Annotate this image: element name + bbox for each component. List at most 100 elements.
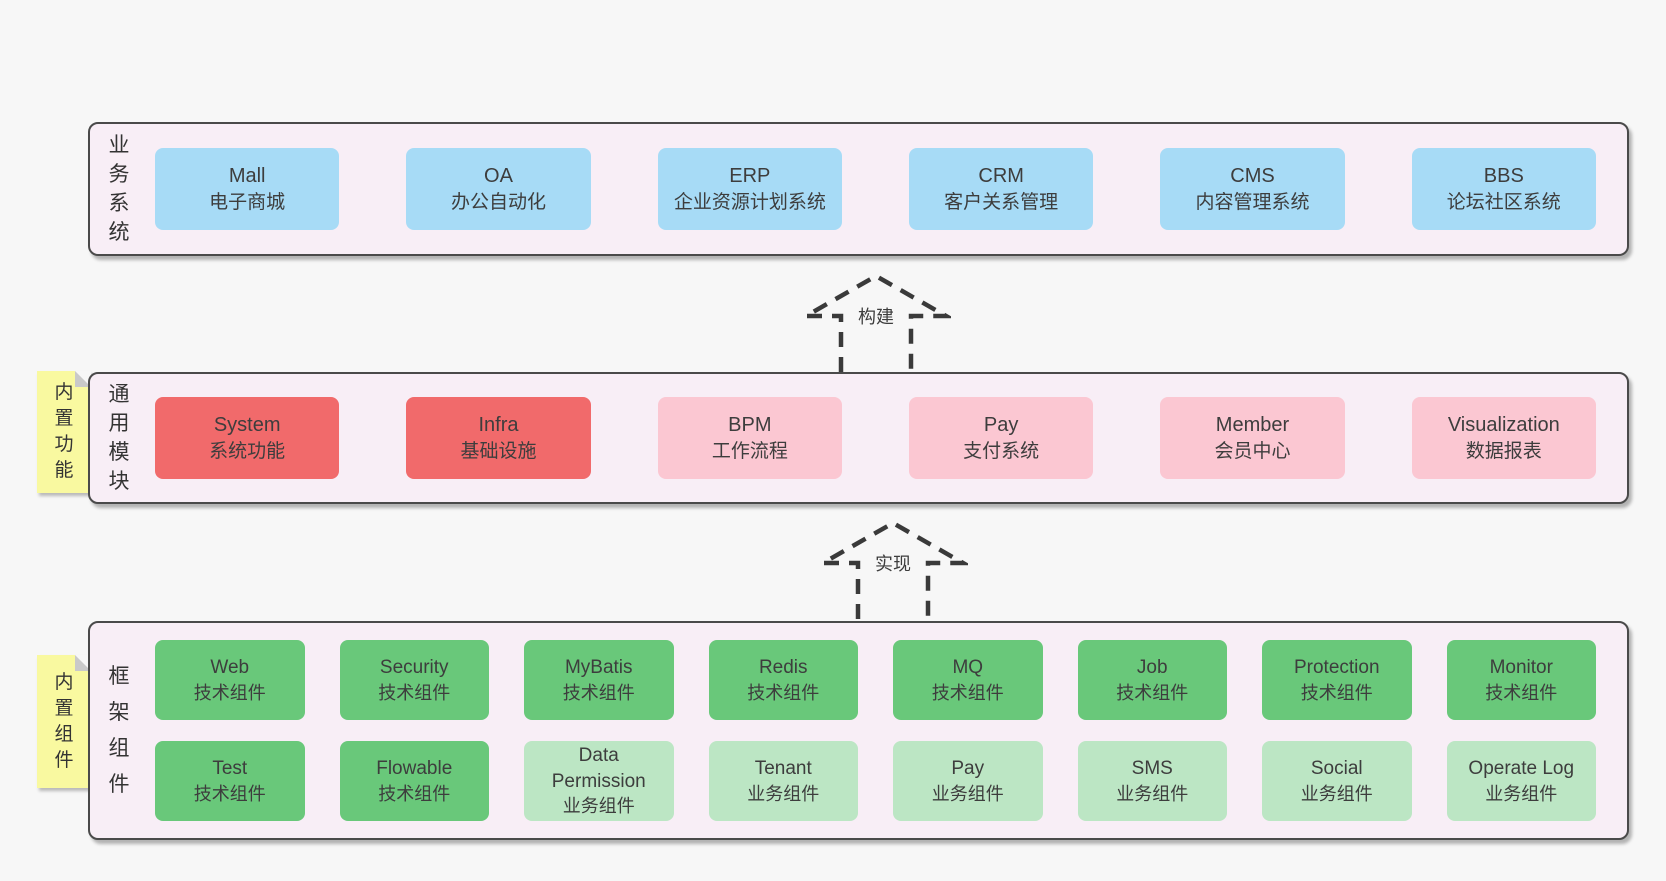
- box-data-permission: Data Permission 业务组件: [524, 741, 674, 821]
- box-job: Job 技术组件: [1077, 640, 1227, 720]
- box-mall: Mall 电子商城: [155, 148, 340, 230]
- box-subtitle: 论坛社区系统: [1446, 191, 1561, 213]
- box-protection: Protection 技术组件: [1262, 640, 1412, 720]
- box-subtitle: 内容管理系统: [1195, 191, 1310, 213]
- arrow-label: 实现: [871, 549, 915, 577]
- box-subtitle: 业务组件: [1485, 783, 1558, 804]
- box-title: Web: [210, 657, 250, 679]
- implement-arrow: 实现: [818, 519, 968, 619]
- box-subtitle: 会员中心: [1214, 440, 1291, 462]
- box-subtitle: 技术组件: [747, 682, 820, 703]
- box-mq: MQ 技术组件: [893, 640, 1043, 720]
- box-title: Tenant: [754, 758, 812, 780]
- box-subtitle: 支付系统: [963, 440, 1040, 462]
- box-redis: Redis 技术组件: [708, 640, 858, 720]
- box-subtitle: 办公自动化: [450, 191, 546, 213]
- sticky-label: 内置组件: [54, 671, 74, 771]
- box-pay: Pay 支付系统: [908, 397, 1094, 479]
- box-title: Security: [379, 657, 449, 679]
- box-flowable: Flowable 技术组件: [339, 741, 489, 821]
- box-security: Security 技术组件: [339, 640, 489, 720]
- box-subtitle: 基础设施: [460, 440, 537, 462]
- sticky-note-built-in-components: 内置组件: [37, 655, 91, 788]
- box-subtitle: 技术组件: [1300, 682, 1373, 703]
- dashed-up-arrow-icon: [818, 520, 968, 619]
- box-title: Test: [212, 758, 248, 780]
- folded-corner-icon: [75, 371, 91, 387]
- box-bbs: BBS 论坛社区系统: [1411, 148, 1596, 230]
- box-subtitle: 技术组件: [931, 682, 1004, 703]
- box-web: Web 技术组件: [155, 640, 305, 720]
- band-label: 通用模块: [108, 383, 130, 493]
- box-title: Protection: [1293, 657, 1380, 679]
- box-title: Data Permission: [551, 745, 646, 792]
- business-box-row: Mall 电子商城 OA 办公自动化 ERP 企业资源计划系统 CRM 客户关系…: [155, 148, 1596, 230]
- box-infra: Infra 基础设施: [406, 397, 591, 479]
- arrow-label: 构建: [854, 302, 898, 330]
- band-business-systems: 业务系统 Mall 电子商城 OA 办公自动化 ERP 企业资源计划系统 CRM…: [88, 122, 1629, 256]
- box-subtitle: 技术组件: [193, 682, 266, 703]
- band-common-modules: 通用模块 System 系统功能 Infra 基础设施 BPM 工作流程 Pay…: [88, 372, 1629, 504]
- box-subtitle: 技术组件: [378, 783, 451, 804]
- box-subtitle: 业务组件: [1116, 783, 1189, 804]
- box-title: Monitor: [1489, 657, 1553, 679]
- box-subtitle: 系统功能: [209, 440, 286, 462]
- box-subtitle: 业务组件: [562, 796, 635, 817]
- box-title: CMS: [1230, 164, 1275, 187]
- band-label: 框架组件: [108, 664, 130, 796]
- box-title: Pay: [983, 413, 1019, 436]
- components-box-rows: Web 技术组件 Security 技术组件 MyBatis 技术组件 Redi…: [155, 640, 1596, 821]
- box-operate-log: Operate Log 业务组件: [1446, 741, 1596, 821]
- box-erp: ERP 企业资源计划系统: [657, 148, 842, 230]
- box-subtitle: 技术组件: [193, 783, 266, 804]
- box-title: MyBatis: [564, 657, 633, 679]
- box-title: System: [213, 413, 281, 436]
- modules-box-row: System 系统功能 Infra 基础设施 BPM 工作流程 Pay 支付系统…: [155, 397, 1596, 479]
- box-system: System 系统功能: [155, 397, 340, 479]
- sticky-label: 内置功能: [54, 382, 74, 481]
- folded-corner-icon: [75, 655, 91, 671]
- box-title: Redis: [758, 657, 808, 679]
- components-row-1: Web 技术组件 Security 技术组件 MyBatis 技术组件 Redi…: [155, 640, 1596, 720]
- box-cms: CMS 内容管理系统: [1160, 148, 1345, 230]
- box-title: SMS: [1131, 758, 1173, 780]
- box-member: Member 会员中心: [1160, 397, 1345, 479]
- band-label: 业务系统: [108, 134, 130, 244]
- box-tenant: Tenant 业务组件: [708, 741, 858, 821]
- box-subtitle: 技术组件: [562, 682, 635, 703]
- box-title: ERP: [729, 164, 771, 187]
- box-title: Infra: [478, 413, 519, 436]
- box-subtitle: 业务组件: [931, 783, 1004, 804]
- box-subtitle: 数据报表: [1465, 440, 1542, 462]
- box-crm: CRM 客户关系管理: [908, 148, 1094, 230]
- box-title: Mall: [228, 164, 266, 187]
- box-bpm: BPM 工作流程: [657, 397, 842, 479]
- box-title: Operate Log: [1468, 758, 1575, 780]
- box-monitor: Monitor 技术组件: [1446, 640, 1596, 720]
- box-subtitle: 技术组件: [1485, 682, 1558, 703]
- box-visualization: Visualization 数据报表: [1411, 397, 1596, 479]
- box-subtitle: 电子商城: [209, 191, 286, 213]
- box-title: Social: [1310, 758, 1363, 780]
- box-title: Flowable: [376, 758, 453, 780]
- box-mybatis: MyBatis 技术组件: [524, 640, 674, 720]
- box-pay-component: Pay 业务组件: [893, 741, 1043, 821]
- box-sms: SMS 业务组件: [1077, 741, 1227, 821]
- box-title: Visualization: [1447, 413, 1560, 436]
- box-title: Pay: [951, 758, 985, 780]
- box-subtitle: 客户关系管理: [944, 191, 1059, 213]
- box-subtitle: 业务组件: [747, 783, 820, 804]
- box-title: MQ: [952, 657, 984, 679]
- box-subtitle: 技术组件: [378, 682, 451, 703]
- box-title: Job: [1136, 657, 1168, 679]
- build-arrow: 构建: [801, 272, 951, 372]
- box-oa: OA 办公自动化: [406, 148, 591, 230]
- dashed-up-arrow-icon: [801, 273, 951, 372]
- box-title: BPM: [728, 413, 772, 436]
- box-subtitle: 业务组件: [1300, 783, 1373, 804]
- box-social: Social 业务组件: [1262, 741, 1412, 821]
- box-title: CRM: [978, 164, 1024, 187]
- box-title: BBS: [1483, 164, 1524, 187]
- box-title: Member: [1215, 413, 1290, 436]
- components-row-2: Test 技术组件 Flowable 技术组件 Data Permission …: [155, 741, 1596, 821]
